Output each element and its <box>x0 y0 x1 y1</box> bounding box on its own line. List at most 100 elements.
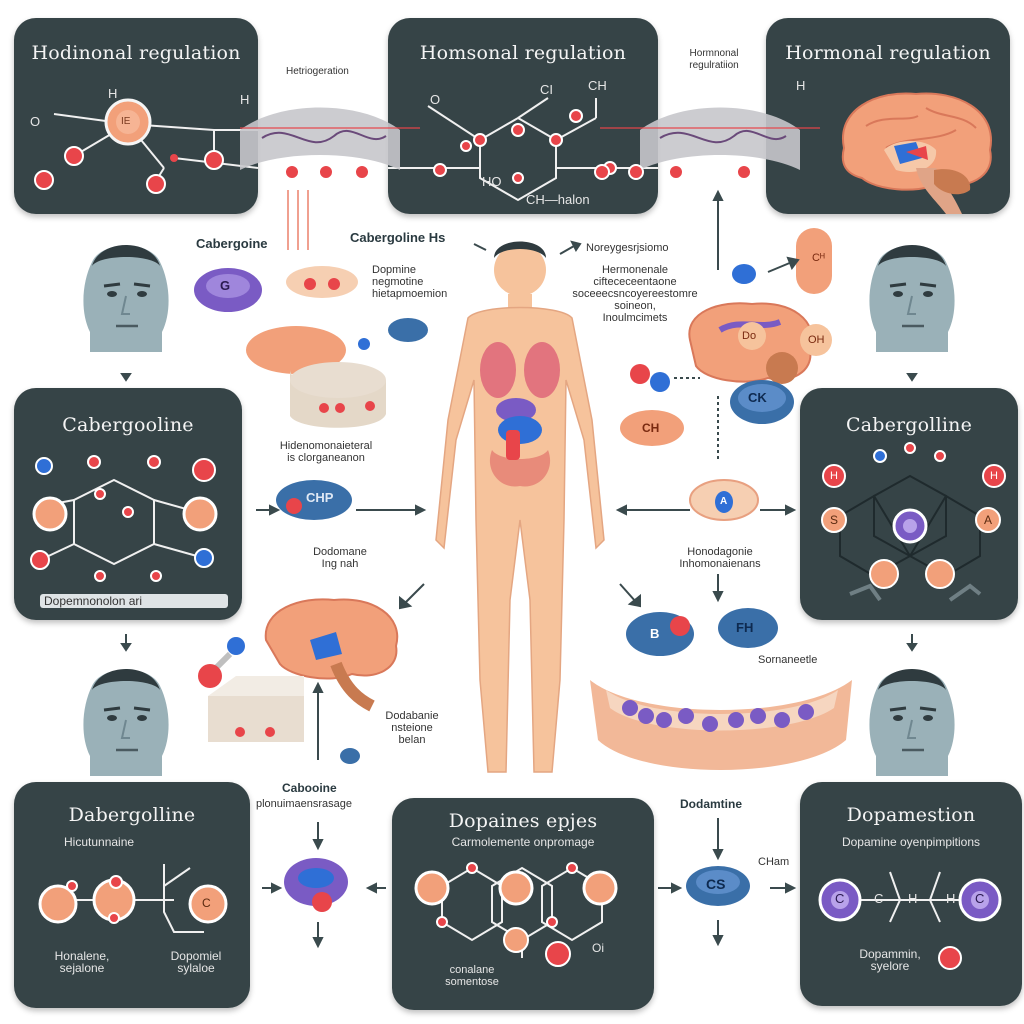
left-caption: Honalene, sejalone <box>54 949 110 975</box>
molecule-diagram <box>414 862 618 967</box>
panel-caption: Dopemnonolon ari <box>40 594 228 608</box>
arrows <box>120 189 918 949</box>
atom-label-h: H <box>108 86 118 101</box>
pill-b-icon <box>626 612 694 656</box>
atom-c1: C <box>835 891 845 906</box>
panel-title: Hodinonal regulation <box>31 42 241 64</box>
do-label: Do <box>742 330 757 342</box>
label-dodamine: Dodomane Ing nah <box>313 546 367 570</box>
label-ch: CH <box>588 78 607 93</box>
atom-h1: H <box>908 891 918 906</box>
atom-s: S <box>830 513 839 527</box>
label-cabooine: Cabooine <box>282 781 337 795</box>
label-homodagonie: Honodagonie Inhomonaienans <box>679 546 761 570</box>
capsule-right-top-icon <box>796 228 832 294</box>
brain-left-icon <box>264 598 399 712</box>
molecule-diagram <box>34 98 258 194</box>
pill-a-label: A <box>720 496 728 507</box>
atom-a: A <box>984 513 993 527</box>
pill-small-blue <box>340 748 360 764</box>
panel-title: Dopamestion <box>846 804 976 826</box>
label-dodabanine: Dodabanie nsteione belan <box>385 710 439 746</box>
pill-ch-label: CH <box>642 421 660 435</box>
panel-title: Dabergolline <box>68 804 196 826</box>
panel-mid-right: Cabergolline H S A H <box>800 388 1018 620</box>
pill-chp-label: CHP <box>306 490 334 505</box>
panel-subtitle: Carmolemente onpromage <box>451 835 595 849</box>
pill-ch-icon <box>620 410 684 446</box>
label-ch-halon: CH—halon <box>526 192 590 207</box>
atom-label-o: O <box>30 114 41 129</box>
pill-fh-icon <box>718 608 778 648</box>
label-hormonal-small: Hormnonal regulratiion <box>689 48 739 71</box>
panel-caption: Dopammin, syelore <box>859 947 921 973</box>
label-cabergoline-hs: Cabergoline Hs <box>350 230 446 245</box>
pill-cs-icon <box>686 866 750 906</box>
label-ho: HO <box>482 174 502 189</box>
atom-c3: C <box>975 891 985 906</box>
stack-disk-icon <box>246 326 386 428</box>
atom-h2: H <box>990 470 998 482</box>
atom-h: H <box>830 470 838 482</box>
label-hormonal-block: Hermonenale ciftececeentaone soceeecsnco… <box>572 264 698 324</box>
molecule-diagram <box>821 442 1006 602</box>
pill-chp-icon <box>276 480 352 520</box>
pill-b-label: B <box>650 626 660 641</box>
ch-label: Cᴴ <box>812 252 825 264</box>
atom-c-label: C <box>202 896 211 910</box>
pill-a-icon <box>689 479 759 521</box>
label-dodamtine: Dodamtine <box>680 797 743 811</box>
atom-c2: C <box>874 891 884 906</box>
brain-illustration <box>841 92 992 214</box>
pill-fh-label: FH <box>736 620 754 635</box>
panel-bottom-right: Dopamestion Dopamine oyenpimpitions C C … <box>800 782 1022 1006</box>
pill-g-label: G <box>220 278 231 293</box>
atom-ie-label: IE <box>121 116 131 127</box>
top-connection-bands <box>240 107 820 250</box>
molecule-diagram <box>30 455 218 582</box>
box-disk-icon <box>208 676 304 742</box>
pill-ck-label: CK <box>748 390 767 405</box>
small-pill-blue-dot <box>630 264 756 392</box>
hexagon-molecule <box>388 97 658 202</box>
molecule-diagram <box>38 864 228 933</box>
atom-h2: H <box>946 891 956 906</box>
pill-ck-icon <box>730 380 794 424</box>
panel-subtitle: Hicutunnaine <box>64 835 135 849</box>
panel-bottom-left: Dabergolline Hicutunnaine C Honalene, se… <box>14 782 250 1008</box>
label-heliogenation: Hetriogeration <box>286 66 349 77</box>
label-nonregulation: Noreygesrjsiomo <box>586 242 669 254</box>
atom-label-h: H <box>796 78 806 93</box>
panel-subtitle: Dopamine oyenpimpitions <box>841 835 981 849</box>
panel-title: Homsonal regulation <box>419 42 627 64</box>
atom-label-h2: H <box>240 92 250 107</box>
molecule-diagram <box>818 871 1002 970</box>
panel-title: Hormonal regulation <box>785 42 991 64</box>
pill-blue-icon <box>358 318 428 350</box>
label-cabooine-sub: plonuimaensrasage <box>256 798 353 810</box>
capsule-peach-icon <box>286 266 358 298</box>
panel-top-left: Hodinonal regulation H O IE H <box>14 18 258 214</box>
panel-title: Dopaines epjes <box>448 810 598 832</box>
label-chain: CHam <box>758 856 790 868</box>
panel-caption: conalane somentose <box>445 964 499 988</box>
panel-title: Cabergolline <box>845 414 973 436</box>
panel-top-right: Hormonal regulation H <box>766 18 1010 214</box>
pill-purple-icon <box>284 858 348 912</box>
right-caption: Dopomiel sylaloe <box>170 949 222 975</box>
pill-cs-label: CS <box>706 876 726 892</box>
atom-oi-label: Oi <box>592 941 604 955</box>
tissue-band-icon <box>590 680 852 770</box>
pill-g-icon <box>194 268 262 312</box>
label-o: O <box>430 92 441 107</box>
brain-right-icon <box>688 302 832 384</box>
label-somatotropin: Sornaneetle <box>758 654 818 666</box>
human-body-icon <box>435 241 605 773</box>
label-dopamine-block: Dopmine negmotine hietapmoemion <box>372 264 448 300</box>
oh-label: OH <box>808 334 825 346</box>
panel-bottom-center: Dopaines epjes Carmolemente onpromage Oi… <box>392 798 654 1010</box>
label-cabergoline-pill: Cabergoine <box>196 236 268 251</box>
panel-title: Cabergooline <box>62 414 194 436</box>
label-ci: CI <box>540 82 553 97</box>
panel-mid-left: Cabergooline Dopemnonolon ari <box>14 388 242 620</box>
